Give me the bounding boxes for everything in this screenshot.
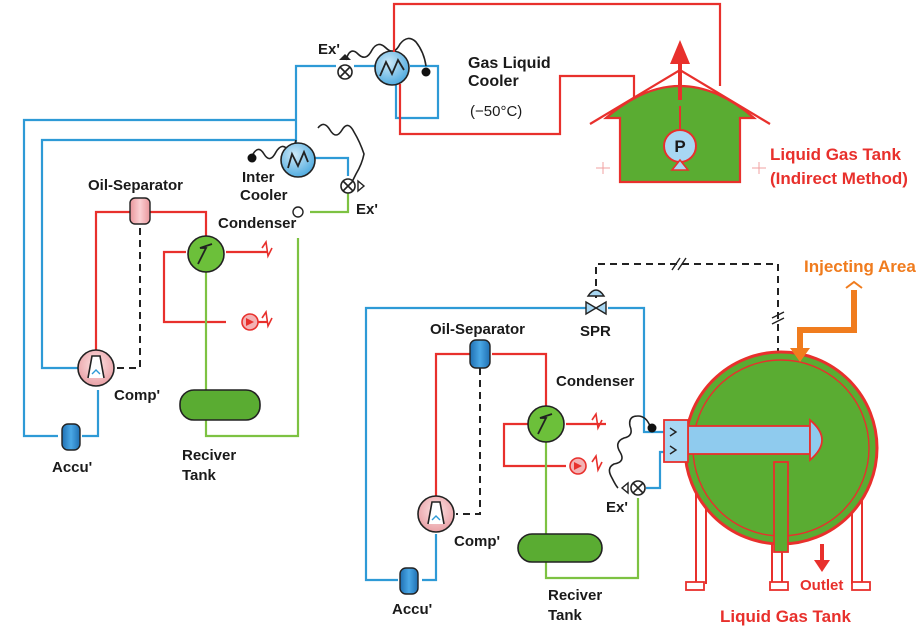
fan-icon [241,313,259,331]
coil-ex-top [345,37,427,67]
label-inter-cooler-2: Cooler [240,187,288,204]
label-condenser-left: Condenser [218,215,297,232]
green-line-rec-ex [544,498,640,580]
indirect-tank-system: P Liquid Gas Tank (Indirect Method) [392,2,908,188]
label-gas-liquid-cooler-2: Cooler [468,73,519,90]
heat-exchanger-icon [187,235,225,273]
oil-return-left [116,228,141,369]
oil-separator-icon [469,339,491,369]
red-line-cond-loop-r [502,422,566,468]
label-inter-cooler-1: Inter [242,169,275,186]
label-spr: SPR [580,323,611,340]
label-receiver-left-2: Tank [182,467,217,484]
red-line-return [398,74,636,136]
red-line-sep-cond [150,210,208,238]
spr-sensing-line [595,263,779,356]
receiver-tank-icon [179,389,261,421]
coil-inter-right [317,123,365,183]
expansion-valve-icon [337,54,353,80]
expansion-valve-icon [340,178,366,194]
fan-icon [569,457,587,475]
blue-line-spr [364,306,596,582]
accumulator-icon [399,567,419,595]
blue-line-main [22,118,296,438]
blue-line-inner [40,138,296,370]
blue-line-to-cooler [294,64,336,160]
label-injecting-area: Injecting Area [804,257,916,276]
compressor-icon [417,495,455,533]
heat-exchanger-icon [280,142,316,178]
blue-line-inter-ex [314,156,350,176]
label-receiver-right-1: Reciver [548,587,602,604]
left-system: Ex' Gas Liquid Cooler (−50°C) Inter Cool… [22,37,551,484]
accumulator-icon [61,423,81,451]
label-liquid-gas-tank: Liquid Gas Tank [720,607,852,626]
blue-line-cooler-out [394,64,440,120]
label-ex-right: Ex' [606,499,628,516]
right-system: SPR Oil-Separator Condenser Ex' C [364,257,916,626]
green-line-rec-inter [204,238,300,438]
blue-line-accu-comp [82,390,100,438]
label-gas-liquid-cooler-1: Gas Liquid [468,55,551,72]
red-line-cond-loop [162,250,226,324]
coil-ex-right [608,415,651,489]
heat-exchanger-icon [374,50,410,86]
label-oil-separator-right: Oil-Separator [430,321,525,338]
liquid-gas-tank [663,350,879,591]
blue-line-ex-r [646,450,664,490]
receiver-tank-icon [517,533,603,563]
label-receiver-right-2: Tank [548,607,583,624]
compressor-icon [77,349,115,387]
expansion-valve-icon [620,480,646,496]
label-comp-left: Comp' [114,387,160,404]
label-liquid-gas-tank-indirect-1: Liquid Gas Tank [770,145,902,164]
label-accu-right: Accu' [392,601,432,618]
red-line-sep-cond-r [492,352,548,408]
label-condenser-right: Condenser [556,373,635,390]
up-arrow-icon [670,40,690,100]
red-line-comp-sep [94,210,130,350]
label-oil-separator-left: Oil-Separator [88,177,183,194]
label-temperature: (−50°C) [470,103,522,120]
pump-icon: P [663,129,697,171]
oil-separator-icon [129,197,151,225]
injecting-line [790,280,863,362]
spr-valve-icon [585,289,607,316]
label-comp-right: Comp' [454,533,500,550]
heat-exchanger-icon [527,405,565,443]
down-arrow-icon [814,544,830,572]
red-line-comp-sep-r [434,352,470,498]
label-outlet: Outlet [800,577,843,594]
label-ex-top: Ex' [318,41,340,58]
label-liquid-gas-tank-indirect-2: (Indirect Method) [770,169,908,188]
label-ex-mid: Ex' [356,201,378,218]
green-line-inter-ex [310,192,350,214]
pump-label: P [674,137,685,156]
label-accu-left: Accu' [52,459,92,476]
blue-line-accu-comp-r [422,534,438,582]
blue-line-spr-tank [608,306,664,434]
label-receiver-left-1: Reciver [182,447,236,464]
red-line-tank-loop [392,2,722,86]
oil-return-right [456,368,481,515]
